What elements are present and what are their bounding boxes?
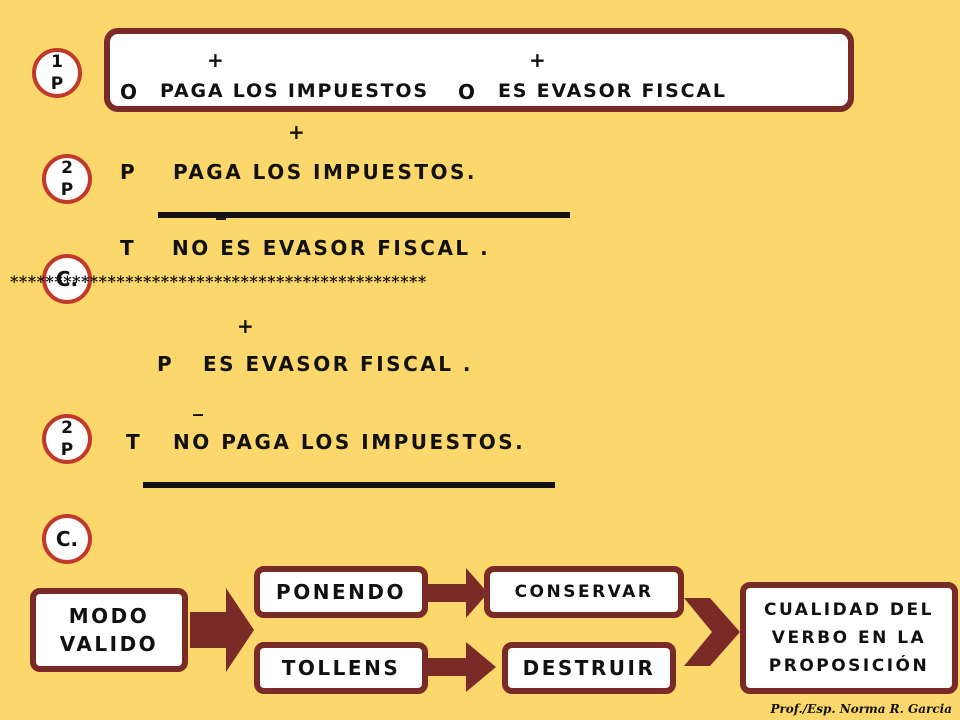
badge-conclusion-a: C. xyxy=(42,254,92,304)
minus-sign: _ xyxy=(216,196,226,220)
arrow-to-cualidad xyxy=(684,598,740,666)
author-signature: Prof./Esp. Norma R. Garcia xyxy=(770,702,952,716)
conclusion-a-text: NO ES EVASOR FISCAL . xyxy=(172,236,491,260)
conclusion-a-letter: T xyxy=(120,236,137,260)
disjunct-letter-right: O xyxy=(458,80,478,104)
premise-2a-text: PAGA LOS IMPUESTOS. xyxy=(173,160,478,184)
cualidad-box: CUALIDAD DEL VERBO EN LA PROPOSICIÓN xyxy=(740,582,958,694)
badge-top: 2 xyxy=(61,418,73,438)
tollens-box: TOLLENS xyxy=(254,642,428,694)
conservar-label: CONSERVAR xyxy=(514,582,654,602)
plus-sign: + xyxy=(529,48,546,72)
badge-conclusion-b: C. xyxy=(42,514,92,564)
badge-premise-1: 1 P xyxy=(32,48,82,98)
ponendo-label: PONENDO xyxy=(276,580,406,604)
plus-sign: + xyxy=(237,314,254,338)
badge-premise-2a: 2 P xyxy=(42,154,92,204)
destruir-label: DESTRUIR xyxy=(522,656,656,680)
badge-text: C. xyxy=(55,527,79,551)
destruir-box: DESTRUIR xyxy=(502,642,676,694)
badge-bottom: P xyxy=(60,440,74,460)
badge-top: 2 xyxy=(61,158,73,178)
badge-premise-2b: 2 P xyxy=(42,414,92,464)
inference-line xyxy=(158,212,570,218)
premise-2b-letter: P xyxy=(157,352,175,376)
conclusion-b-text: NO PAGA LOS IMPUESTOS. xyxy=(173,430,526,454)
premise-2a-letter: P xyxy=(120,160,138,184)
arrow-tollens-destruir xyxy=(424,642,496,692)
premise-1-box xyxy=(104,28,854,112)
conservar-box: CONSERVAR xyxy=(484,566,684,618)
badge-top: 1 xyxy=(51,52,63,72)
tollens-label: TOLLENS xyxy=(281,656,401,680)
cualidad-label: CUALIDAD DEL VERBO EN LA PROPOSICIÓN xyxy=(764,600,934,676)
disjunct-left-text: PAGA LOS IMPUESTOS xyxy=(160,80,429,102)
premise-2b-text: ES EVASOR FISCAL . xyxy=(203,352,474,376)
modo-valido-box: MODO VALIDO xyxy=(30,588,188,672)
badge-bottom: P xyxy=(50,74,64,94)
plus-sign: + xyxy=(207,48,224,72)
conclusion-b-letter: T xyxy=(126,430,143,454)
arrow-ponendo-conservar xyxy=(424,568,488,618)
inference-line xyxy=(143,482,555,488)
ponendo-box: PONENDO xyxy=(254,566,428,618)
minus-sign: _ xyxy=(193,392,203,416)
badge-bottom: P xyxy=(60,180,74,200)
separator-stars: ****************************************… xyxy=(10,272,427,291)
modo-valido-label: MODO VALIDO xyxy=(59,604,159,656)
plus-sign: + xyxy=(288,120,305,144)
disjunct-right-text: ES EVASOR FISCAL xyxy=(498,80,727,102)
badge-text: C. xyxy=(55,267,79,291)
arrow-modo-to-split xyxy=(190,588,254,672)
disjunct-letter-left: O xyxy=(120,80,140,104)
